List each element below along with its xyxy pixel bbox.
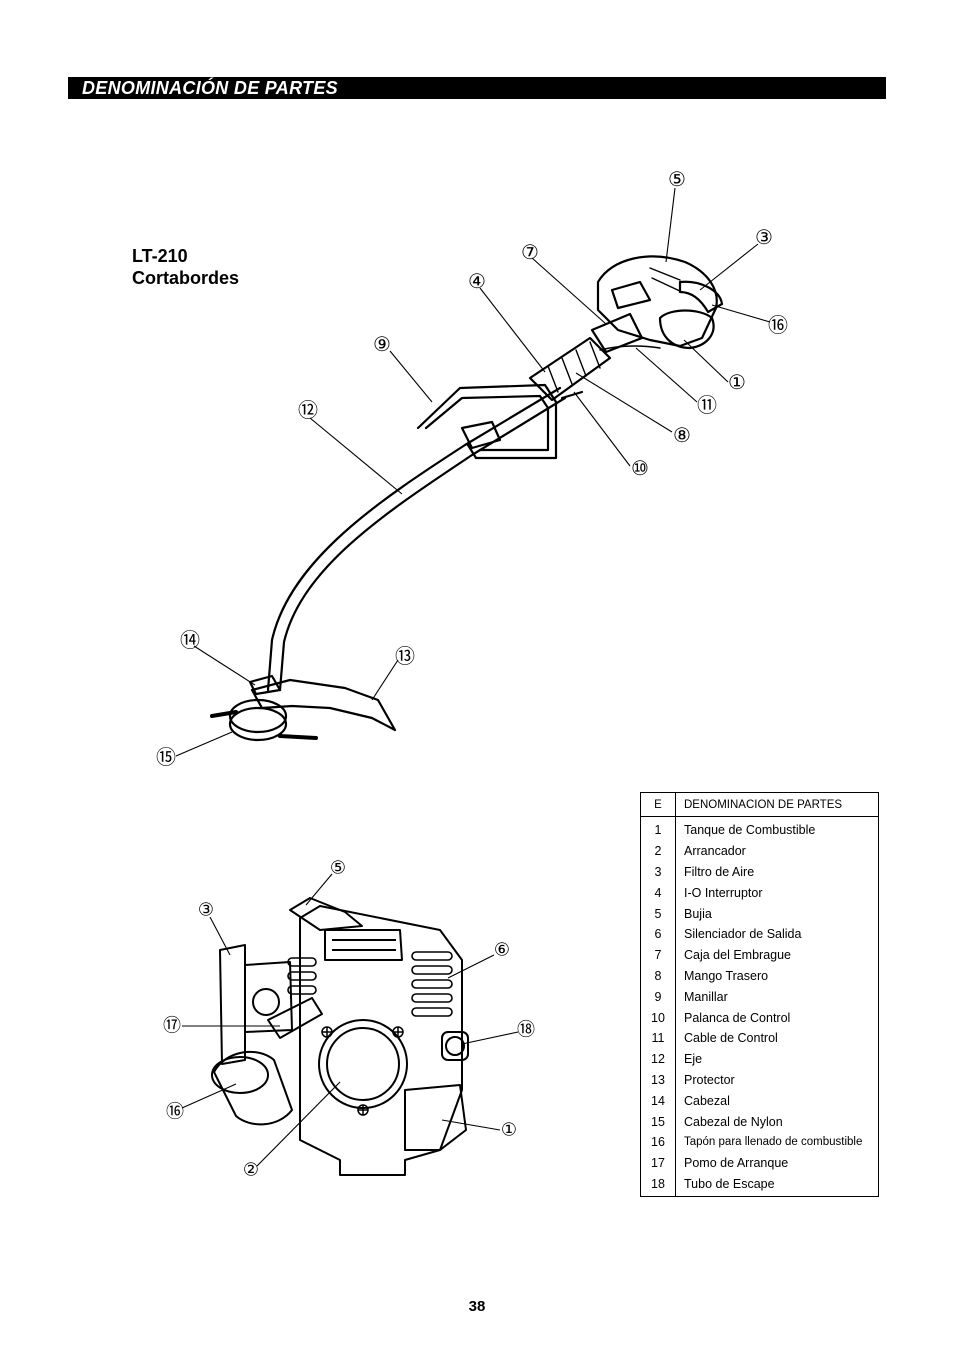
engine-callout-5: ⑤ xyxy=(330,858,346,879)
engine-callout-6: ⑥ xyxy=(494,940,510,961)
part-name: Tapón para llenado de combustible xyxy=(675,1131,879,1153)
part-num: 2 xyxy=(640,840,676,862)
part-num: 11 xyxy=(640,1027,676,1049)
part-name: I-O Interruptor xyxy=(675,882,879,904)
part-name: Cable de Control xyxy=(675,1027,879,1049)
part-name: Cabezal de Nylon xyxy=(675,1111,879,1132)
engine-callout-18: ⑱ xyxy=(517,1020,535,1041)
part-num: 16 xyxy=(640,1131,676,1153)
callout-10: ⑩ xyxy=(631,456,649,480)
part-num: 18 xyxy=(640,1173,676,1198)
part-num: 1 xyxy=(640,816,676,841)
part-name: Protector xyxy=(675,1069,879,1091)
engine-callout-3: ③ xyxy=(198,900,214,921)
part-num: 14 xyxy=(640,1090,676,1112)
callout-4: ④ xyxy=(468,269,486,293)
part-name: Eje xyxy=(675,1048,879,1070)
part-num: 8 xyxy=(640,965,676,987)
model-number: LT-210 xyxy=(132,246,188,266)
part-name: Filtro de Aire xyxy=(675,861,879,883)
callout-14: ⑭ xyxy=(180,628,200,652)
part-name: Cabezal xyxy=(675,1090,879,1112)
model-type: Cortabordes xyxy=(132,268,240,288)
part-name: Pomo de Arranque xyxy=(675,1152,879,1174)
page-number: 38 xyxy=(468,1298,486,1315)
part-num: 7 xyxy=(640,944,676,966)
model-label: LT-210 Cortabordes xyxy=(132,245,239,289)
callout-3: ③ xyxy=(755,225,773,249)
callout-1: ① xyxy=(728,370,746,394)
part-name: Silenciador de Salida xyxy=(675,923,879,945)
part-name: Bujia xyxy=(675,903,879,924)
part-num: 5 xyxy=(640,903,676,924)
engine-callout-2: ② xyxy=(243,1160,259,1181)
part-name: Caja del Embrague xyxy=(675,944,879,966)
part-num: 13 xyxy=(640,1069,676,1091)
part-num: 12 xyxy=(640,1048,676,1070)
section-title: DENOMINACIÓN DE PARTES xyxy=(82,78,338,98)
header-name: DENOMINACION DE PARTES xyxy=(675,792,879,817)
part-name: Mango Trasero xyxy=(675,965,879,987)
part-num: 3 xyxy=(640,861,676,883)
part-num: 9 xyxy=(640,986,676,1008)
part-num: 6 xyxy=(640,923,676,945)
trimmer-overview-diagram: ⑤ ③ ⑦ ④ ⑯ ⑨ ① ⑪ ⑫ ⑧ ⑩ ⑭ ⑬ ⑮ xyxy=(156,167,788,769)
part-num: 15 xyxy=(640,1111,676,1132)
part-num: 4 xyxy=(640,882,676,904)
callout-11: ⑪ xyxy=(697,393,717,417)
section-header-bar: DENOMINACIÓN DE PARTES xyxy=(68,77,886,99)
part-name: Manillar xyxy=(675,986,879,1008)
header-num: E xyxy=(640,792,676,817)
engine-callout-1: ① xyxy=(501,1120,517,1141)
part-name: Arrancador xyxy=(675,840,879,862)
callout-5: ⑤ xyxy=(668,167,686,191)
part-name: Tanque de Combustible xyxy=(675,816,879,841)
callout-16: ⑯ xyxy=(768,313,788,337)
part-num: 17 xyxy=(640,1152,676,1174)
callout-13: ⑬ xyxy=(395,644,415,668)
part-num: 10 xyxy=(640,1007,676,1028)
callout-7: ⑦ xyxy=(521,240,539,264)
callout-8: ⑧ xyxy=(673,423,691,447)
callout-15: ⑮ xyxy=(156,745,176,769)
engine-callout-16: ⑯ xyxy=(166,1102,184,1123)
parts-table-header: E DENOMINACION DE PARTES xyxy=(640,792,879,817)
part-name: Tubo de Escape xyxy=(675,1173,879,1198)
part-name: Palanca de Control xyxy=(675,1007,879,1028)
callout-12: ⑫ xyxy=(298,398,318,422)
callout-9: ⑨ xyxy=(373,332,391,356)
engine-callout-17: ⑰ xyxy=(163,1016,181,1037)
